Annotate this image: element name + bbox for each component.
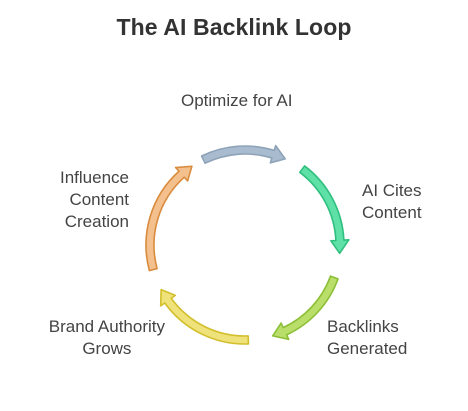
step-label-line: AI Cites xyxy=(362,181,422,200)
step-label-line: Influence xyxy=(60,168,129,187)
step-label-influence-content-creation: Influence Content Creation xyxy=(60,167,129,233)
arrow-backlinks-generated xyxy=(271,275,339,341)
arrow-ai-cites-content xyxy=(298,165,350,255)
diagram-title: The AI Backlink Loop xyxy=(116,14,352,40)
step-label-line: Optimize for AI xyxy=(181,91,293,110)
step-label-line: Creation xyxy=(64,212,129,231)
step-label-line: Brand Authority xyxy=(48,317,165,336)
step-label-line: Backlinks xyxy=(327,317,399,336)
step-label-backlinks-generated: Backlinks Generated xyxy=(327,316,407,360)
step-label-ai-cites-content: AI Cites Content xyxy=(362,180,422,224)
step-label-line: Grows xyxy=(82,339,132,358)
step-label-line: Content xyxy=(69,190,129,209)
arrow-optimize-for-ai xyxy=(200,144,286,165)
step-label-line: Content xyxy=(362,203,422,222)
step-label-brand-authority-grows: Brand Authority Grows xyxy=(49,316,165,360)
arrow-brand-authority-grows xyxy=(159,288,250,345)
step-label-line: Generated xyxy=(327,339,408,358)
arrow-influence-content-creation xyxy=(145,165,193,272)
step-label-optimize-for-ai: Optimize for AI xyxy=(181,90,292,112)
